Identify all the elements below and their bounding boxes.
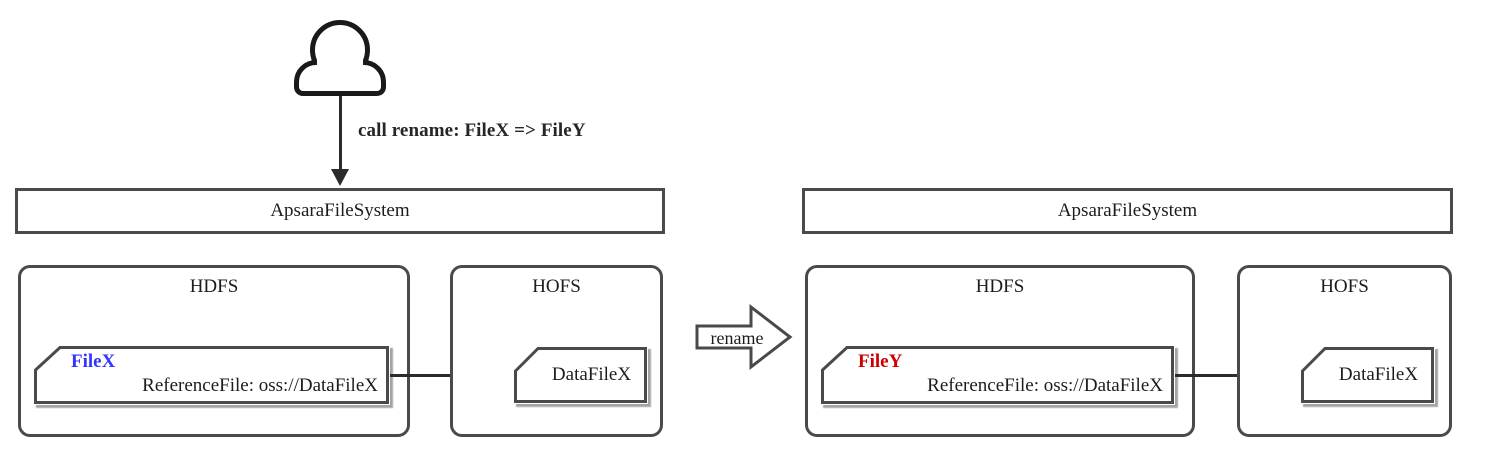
call-arrow-head [331,169,349,186]
apsara-filesystem-box-before: ApsaraFileSystem [15,188,665,234]
rename-transition-arrow: rename [694,303,794,371]
reference-link-line-after [1175,374,1282,377]
data-file-note-label-before: DataFileX [551,364,632,385]
file-note-subtitle-after: ReferenceFile: oss://DataFileX [927,375,1163,396]
data-file-note-after: DataFileX [1300,346,1435,404]
file-note-before: FileX ReferenceFile: oss://DataFileX [33,345,390,405]
file-note-title-before: FileX [71,351,116,372]
note-shape-before [34,346,389,404]
apsara-filesystem-label-before: ApsaraFileSystem [270,200,410,221]
hdfs-label-before: HDFS [189,276,239,297]
note-shape-after [821,346,1174,404]
file-note-subtitle-before: ReferenceFile: oss://DataFileX [142,375,378,396]
apsara-filesystem-label-after: ApsaraFileSystem [1057,200,1198,221]
rename-arrow-shape [695,303,793,371]
call-arrow-line [339,96,342,172]
file-note-after: FileY ReferenceFile: oss://DataFileX [820,345,1175,405]
apsara-filesystem-box-after: ApsaraFileSystem [802,188,1453,234]
rename-arrow-label: rename [710,328,764,348]
user-actor-icon [294,20,386,96]
hofs-label-before: HOFS [532,276,581,297]
file-note-title-after: FileY [858,351,903,372]
hdfs-label-after: HDFS [975,276,1025,297]
data-note-shape-before [514,347,647,403]
actor-head-notch [317,56,363,74]
data-file-note-label-after: DataFileX [1338,364,1419,385]
call-arrow-label: call rename: FileX => FileY [358,120,586,141]
data-file-note-before: DataFileX [513,346,648,404]
data-note-shape-after [1301,347,1434,403]
hofs-label-after: HOFS [1320,276,1369,297]
reference-link-line-before [390,374,497,377]
